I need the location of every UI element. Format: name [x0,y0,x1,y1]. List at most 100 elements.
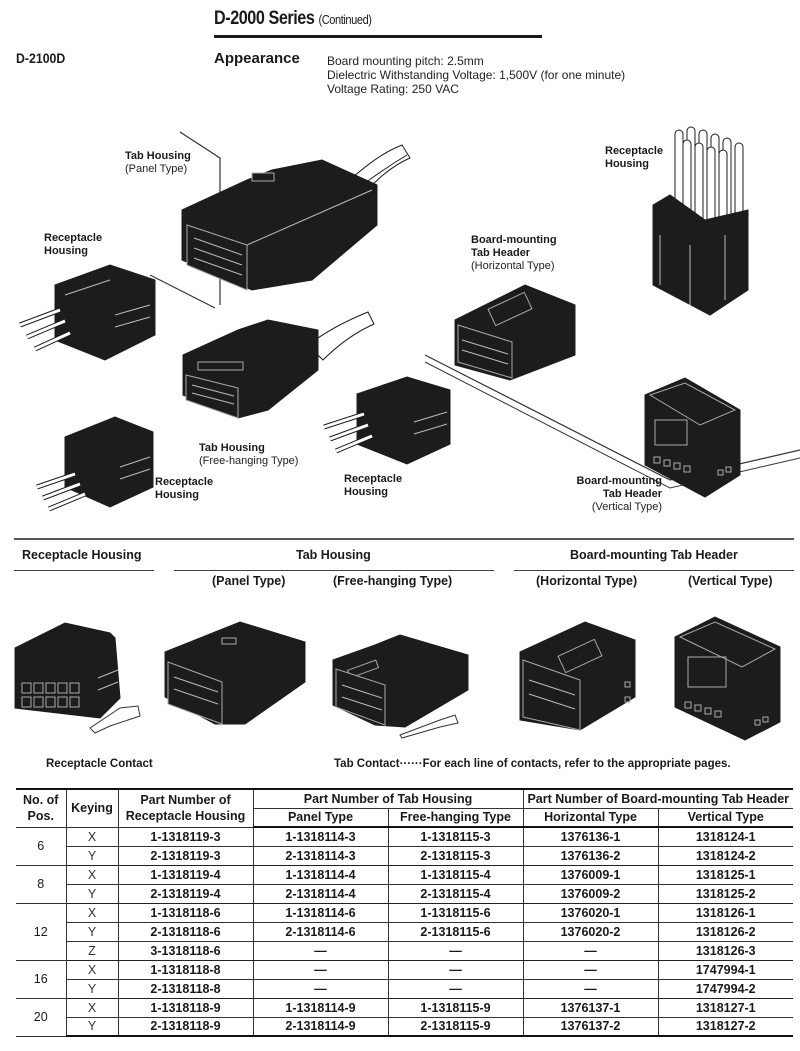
cell-horizontal-part: 1376009-2 [522,883,659,904]
header-no-of-pos: No. of Pos. [16,788,67,828]
section-rule-receptacle [14,570,154,571]
cell-keying: Y [66,883,119,904]
receptacle-housing-right-illustration [652,126,749,316]
cell-keying: X [65,902,119,923]
board-header-horizontal-product-image [519,621,636,731]
series-note: (Continued) [318,12,372,27]
header-keying: Keying [65,788,119,828]
cell-keying: Z [66,940,119,961]
tab-housing-free-illustration [182,311,375,419]
cell-no-of-pos: 12 [16,902,67,961]
cell-horizontal-part: 1376020-1 [522,902,659,923]
receptacle-housing-bottom-mid-illustration [323,376,451,465]
cell-receptacle-part: 2-1318119-3 [117,845,254,866]
cell-receptacle-part: 1-1318118-9 [117,997,254,1018]
cell-panel-part: 1-1318114-4 [252,864,389,885]
cell-free-hanging-part: 1-1318115-9 [387,997,524,1018]
spec-voltage: Voltage Rating: 250 VAC [327,82,459,96]
header-receptacle-housing: Part Number of Receptacle Housing [117,788,254,828]
section-divider [14,538,794,540]
subhead-panel-type: (Panel Type) [212,574,286,588]
header-free-hanging-type: Free-hanging Type [387,807,524,828]
model-number: D-2100D [16,50,66,66]
cell-receptacle-part: 3-1318118-6 [117,940,254,961]
cell-no-of-pos: 8 [16,864,67,904]
cell-free-hanging-part: 1-1318115-4 [387,864,524,885]
label-tab-housing-free: Tab Housing (Free-hanging Type) [199,442,299,467]
cell-horizontal-part: 1376009-1 [522,864,659,885]
cell-keying: Y [66,921,119,942]
cell-free-hanging-part: — [387,940,524,961]
label-receptacle-left: Receptacle Housing [44,232,103,257]
cell-free-hanging-part: 2-1318115-9 [387,1016,524,1037]
spec-dielectric: Dielectric Withstanding Voltage: 1,500V … [327,68,626,82]
section-tab-housing: Tab Housing [296,548,371,562]
tab-contact-note: Tab Contact······For each line of contac… [334,758,731,770]
label-receptacle-bottom-mid: Receptacle Housing [344,473,403,498]
receptacle-housing-left-illustration [19,264,156,361]
cell-receptacle-part: 2-1318118-9 [117,1016,254,1037]
appearance-heading: Appearance [214,50,300,67]
pcb-board-outline [424,354,800,489]
cell-horizontal-part: 1376136-1 [522,826,659,847]
cell-no-of-pos: 16 [16,959,67,999]
cell-keying: Y [66,845,119,866]
cell-keying: X [65,959,119,980]
subhead-vertical-type: (Vertical Type) [688,574,773,588]
cell-vertical-part: 1318126-2 [657,921,793,942]
tab-housing-free-product-image [332,634,469,739]
label-header-vertical: Board-mounting Tab Header (Vertical Type… [576,475,662,513]
cell-horizontal-part: 1376137-2 [522,1016,659,1037]
cell-receptacle-part: 2-1318118-8 [117,978,254,999]
board-header-horizontal-illustration [454,284,576,381]
cell-free-hanging-part: 2-1318115-4 [387,883,524,904]
section-receptacle-housing: Receptacle Housing [22,548,142,562]
cell-free-hanging-part: 1-1318115-6 [387,902,524,923]
cell-receptacle-part: 1-1318119-4 [117,864,254,885]
cell-free-hanging-part: 2-1318115-6 [387,921,524,942]
cell-panel-part: 1-1318114-3 [252,826,389,847]
cell-receptacle-part: 1-1318118-8 [117,959,254,980]
cell-horizontal-part: 1376137-1 [522,997,659,1018]
cell-receptacle-part: 2-1318118-6 [117,921,254,942]
label-header-horizontal: Board-mounting Tab Header (Horizontal Ty… [471,234,557,272]
header-vertical-type: Vertical Type [657,807,793,828]
board-header-vertical-product-image [674,616,781,741]
board-header-vertical-illustration [644,377,741,498]
receptacle-housing-bottom-left-illustration [36,416,154,512]
cell-vertical-part: 1318127-2 [657,1016,793,1037]
cell-receptacle-part: 2-1318119-4 [117,883,254,904]
cell-horizontal-part: 1376020-2 [522,921,659,942]
cell-vertical-part: 1318125-1 [657,864,793,885]
cell-panel-part: 1-1318114-6 [252,902,389,923]
cell-free-hanging-part: 2-1318115-3 [387,845,524,866]
series-title: D-2000 Series (Continued) [214,8,542,38]
section-rule-board [514,570,794,571]
header-panel-type: Panel Type [253,807,389,828]
cell-panel-part: — [252,978,389,999]
cell-free-hanging-part: — [387,978,524,999]
cell-panel-part: 1-1318114-9 [252,997,389,1018]
cell-horizontal-part: — [522,959,659,980]
cell-horizontal-part: — [522,978,659,999]
cell-receptacle-part: 1-1318119-3 [117,826,254,847]
cell-keying: Y [66,978,119,999]
cell-panel-part: 2-1318114-6 [252,921,389,942]
header-horizontal-type: Horizontal Type [522,807,659,828]
label-receptacle-right: Receptacle Housing [605,145,664,170]
cell-vertical-part: 1747994-1 [657,959,793,980]
cell-vertical-part: 1318124-2 [657,845,793,866]
cell-receptacle-part: 1-1318118-6 [117,902,254,923]
cell-vertical-part: 1318125-2 [657,883,793,904]
cell-free-hanging-part: 1-1318115-3 [387,826,524,847]
